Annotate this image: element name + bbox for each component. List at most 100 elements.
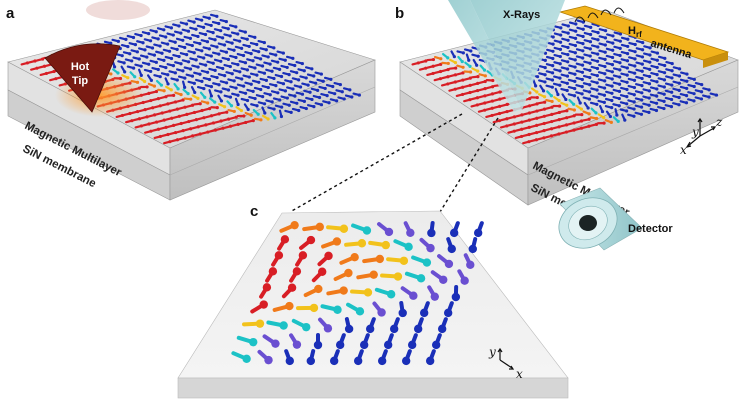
spin-arrow-head (581, 34, 585, 39)
spin-arrow-head (192, 51, 196, 55)
spin-arrow-large-head (344, 268, 353, 278)
spin-arrow-head (541, 89, 546, 93)
spin-arrow-head (219, 29, 223, 33)
spin-arrow-head (192, 20, 196, 24)
spin-arrow-large-head (375, 254, 385, 264)
spin-arrow-head (162, 58, 166, 63)
panel-c: c y x (177, 203, 569, 399)
spin-arrow-head (453, 61, 458, 65)
spin-arrow-head (625, 87, 629, 92)
spin-arrow-head (312, 74, 316, 78)
xray-beam-wide (470, 0, 565, 110)
spin-arrow-head (169, 88, 173, 92)
spin-arrow-head (198, 72, 202, 76)
spin-arrow-head (255, 42, 259, 47)
spin-arrow-head (602, 116, 606, 120)
spin-arrow-large-head (389, 324, 399, 334)
spin-arrow-head (236, 63, 240, 67)
spin-arrow-head (669, 97, 674, 102)
spin-arrow-head (566, 45, 570, 50)
spin-arrow-head (654, 108, 659, 113)
spin-arrow-head (603, 36, 608, 40)
spin-arrow-head (625, 73, 629, 77)
spin-arrow-head (340, 90, 344, 94)
spin-arrow-head (152, 84, 157, 88)
spin-arrow-head (677, 74, 682, 78)
spin-arrow-large-head (264, 355, 273, 365)
spin-arrow-head (543, 51, 548, 55)
spin-arrow-head (257, 80, 261, 84)
spin-arrow-head (543, 80, 547, 84)
spin-arrow-large-head (384, 227, 394, 237)
spin-arrow-large-head (317, 267, 327, 276)
spin-arrow-head (122, 61, 126, 65)
spin-arrow-head (580, 77, 584, 82)
spin-arrow-head (211, 61, 215, 65)
spin-arrow-head (156, 37, 160, 41)
spin-arrow-head (602, 121, 606, 125)
spin-arrow-head (183, 76, 187, 80)
spin-arrow-large-head (407, 340, 417, 350)
spin-arrow-head (243, 30, 247, 34)
spin-arrow-head (319, 103, 324, 107)
spin-arrow-head (198, 42, 202, 46)
spin-arrow-head (528, 91, 532, 95)
spin-arrow-head (310, 97, 314, 102)
tip-halo-icon (86, 0, 150, 20)
spin-arrow-head (190, 43, 194, 48)
spin-arrow-head (312, 105, 316, 109)
spin-arrow-head (179, 92, 183, 97)
spin-arrow-head (551, 64, 555, 68)
spin-arrow-head (255, 73, 259, 77)
spin-arrow-large-head (404, 242, 413, 252)
spin-arrow-head (348, 88, 352, 92)
spin-arrow-head (234, 55, 238, 60)
spin-arrow-head (289, 80, 293, 84)
spin-arrow-head (234, 86, 238, 90)
spin-arrow-large-head (280, 235, 290, 244)
spin-arrow-head (617, 96, 621, 101)
spin-arrow-head (152, 53, 157, 57)
spin-arrow-head (256, 112, 260, 116)
spin-arrow-head (573, 72, 577, 76)
spin-arrow-large-head (292, 340, 302, 349)
spin-arrow-head (295, 101, 299, 105)
spin-arrow-head (640, 69, 644, 73)
spin-arrow-head (603, 43, 607, 47)
spin-arrow-head (618, 61, 622, 65)
spin-arrow-large-head (339, 286, 348, 295)
spin-arrow-head (329, 77, 333, 81)
axis-x-label: x (680, 143, 687, 157)
spin-arrow-large-head (430, 292, 439, 301)
spin-arrow-head (219, 99, 224, 103)
spin-arrow-head (145, 55, 149, 59)
spin-arrow-head (647, 74, 652, 79)
spin-arrow-head (173, 71, 177, 75)
spin-arrow-head (241, 53, 246, 58)
spin-arrow-head (692, 77, 696, 81)
spin-arrow-large-head (447, 244, 456, 254)
spin-arrow-head (295, 71, 299, 75)
spin-arrow-head (154, 89, 159, 94)
spin-arrow-head (662, 99, 666, 103)
spin-arrow-head (566, 53, 570, 57)
spin-arrow-head (154, 30, 158, 34)
spin-arrow-head (618, 32, 623, 36)
spin-arrow-head (217, 21, 221, 26)
spin-arrow-head (185, 53, 189, 57)
spin-arrow-head (278, 98, 282, 102)
spin-arrow-large-head (268, 267, 278, 276)
spin-arrow-head (535, 95, 539, 100)
spin-arrow-large-head (365, 324, 375, 334)
spin-arrow-head (260, 64, 265, 68)
spin-arrow-head (274, 53, 278, 57)
spin-arrow-head (586, 106, 590, 110)
spin-arrow-head (655, 65, 659, 70)
spin-arrow-head (171, 64, 176, 68)
spin-arrow-head (166, 73, 170, 77)
spin-arrow-head (543, 58, 547, 63)
spin-arrow-head (357, 93, 361, 97)
spin-arrow-head (259, 87, 263, 92)
spin-arrow-head (616, 119, 620, 123)
